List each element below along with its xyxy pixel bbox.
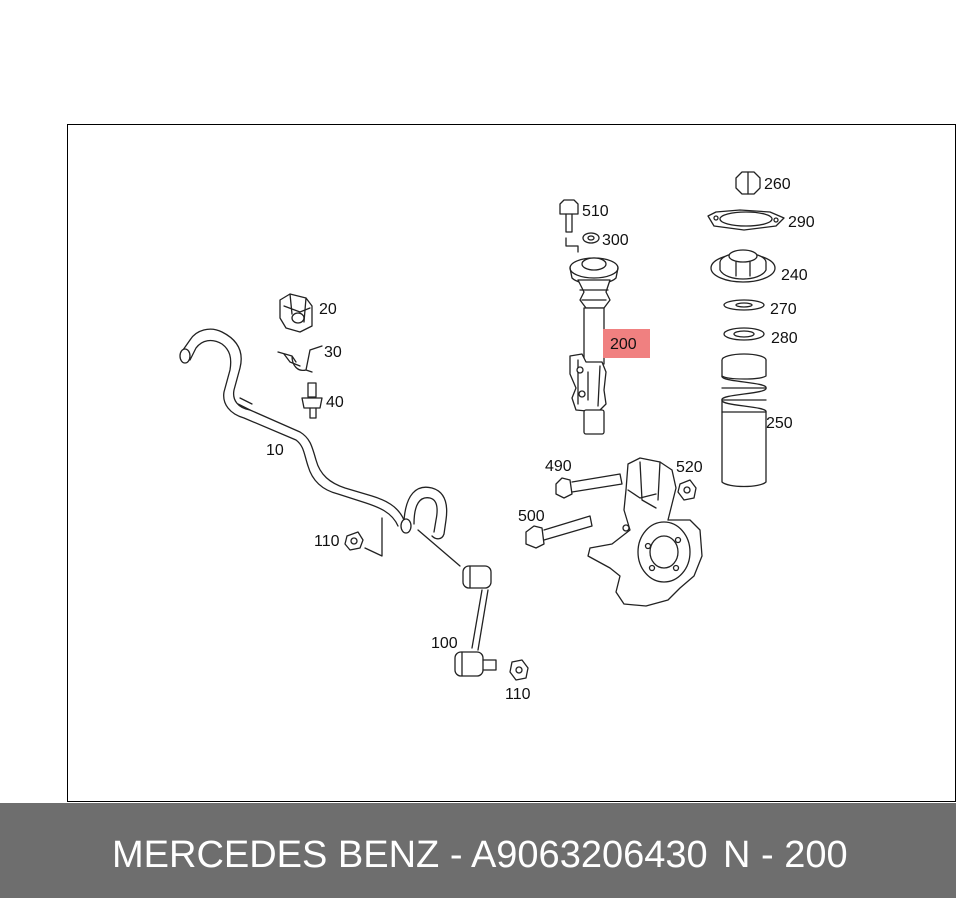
label-510[interactable]: 510 [582,203,609,220]
label-500[interactable]: 500 [518,508,545,525]
label-520[interactable]: 520 [676,459,703,476]
bolt-icon [301,382,323,419]
footer-position: N - 200 [723,834,848,876]
label-110-left[interactable]: 110 [314,533,340,550]
label-280[interactable]: 280 [771,330,798,347]
plate-icon [707,209,785,231]
label-110-bottom[interactable]: 110 [505,686,531,703]
bracket-icon [277,345,323,373]
nut-icon [344,531,364,551]
stabilizer-link-icon [417,529,497,677]
strut-mount-icon [710,249,776,283]
steering-knuckle-icon [587,457,703,607]
label-260[interactable]: 260 [764,176,791,193]
label-290[interactable]: 290 [788,214,815,231]
washer-icon [723,299,765,311]
label-40[interactable]: 40 [326,394,344,411]
label-270[interactable]: 270 [770,301,797,318]
bolt-icon [555,473,623,499]
label-240[interactable]: 240 [781,267,808,284]
stabilizer-bar-icon [179,328,448,557]
label-490[interactable]: 490 [545,458,572,475]
nut-icon [509,659,529,681]
label-10[interactable]: 10 [266,442,284,459]
nut-icon [735,171,761,195]
bushing-icon [279,293,313,333]
label-300[interactable]: 300 [602,232,629,249]
footer-bar: MERCEDES BENZ - A9063206430 N - 200 [0,803,956,898]
bolt-icon [525,515,593,549]
dust-boot-icon [721,353,767,488]
washer-icon [723,327,765,341]
label-100[interactable]: 100 [431,635,458,652]
footer-brand-part-number: MERCEDES BENZ - A9063206430 [112,834,708,876]
label-20[interactable]: 20 [319,301,337,318]
nut-icon [677,479,697,501]
label-30[interactable]: 30 [324,344,342,361]
label-200[interactable]: 200 [610,336,637,353]
label-250[interactable]: 250 [766,415,793,432]
highlight-box [603,329,650,358]
strut-icon [559,199,619,435]
